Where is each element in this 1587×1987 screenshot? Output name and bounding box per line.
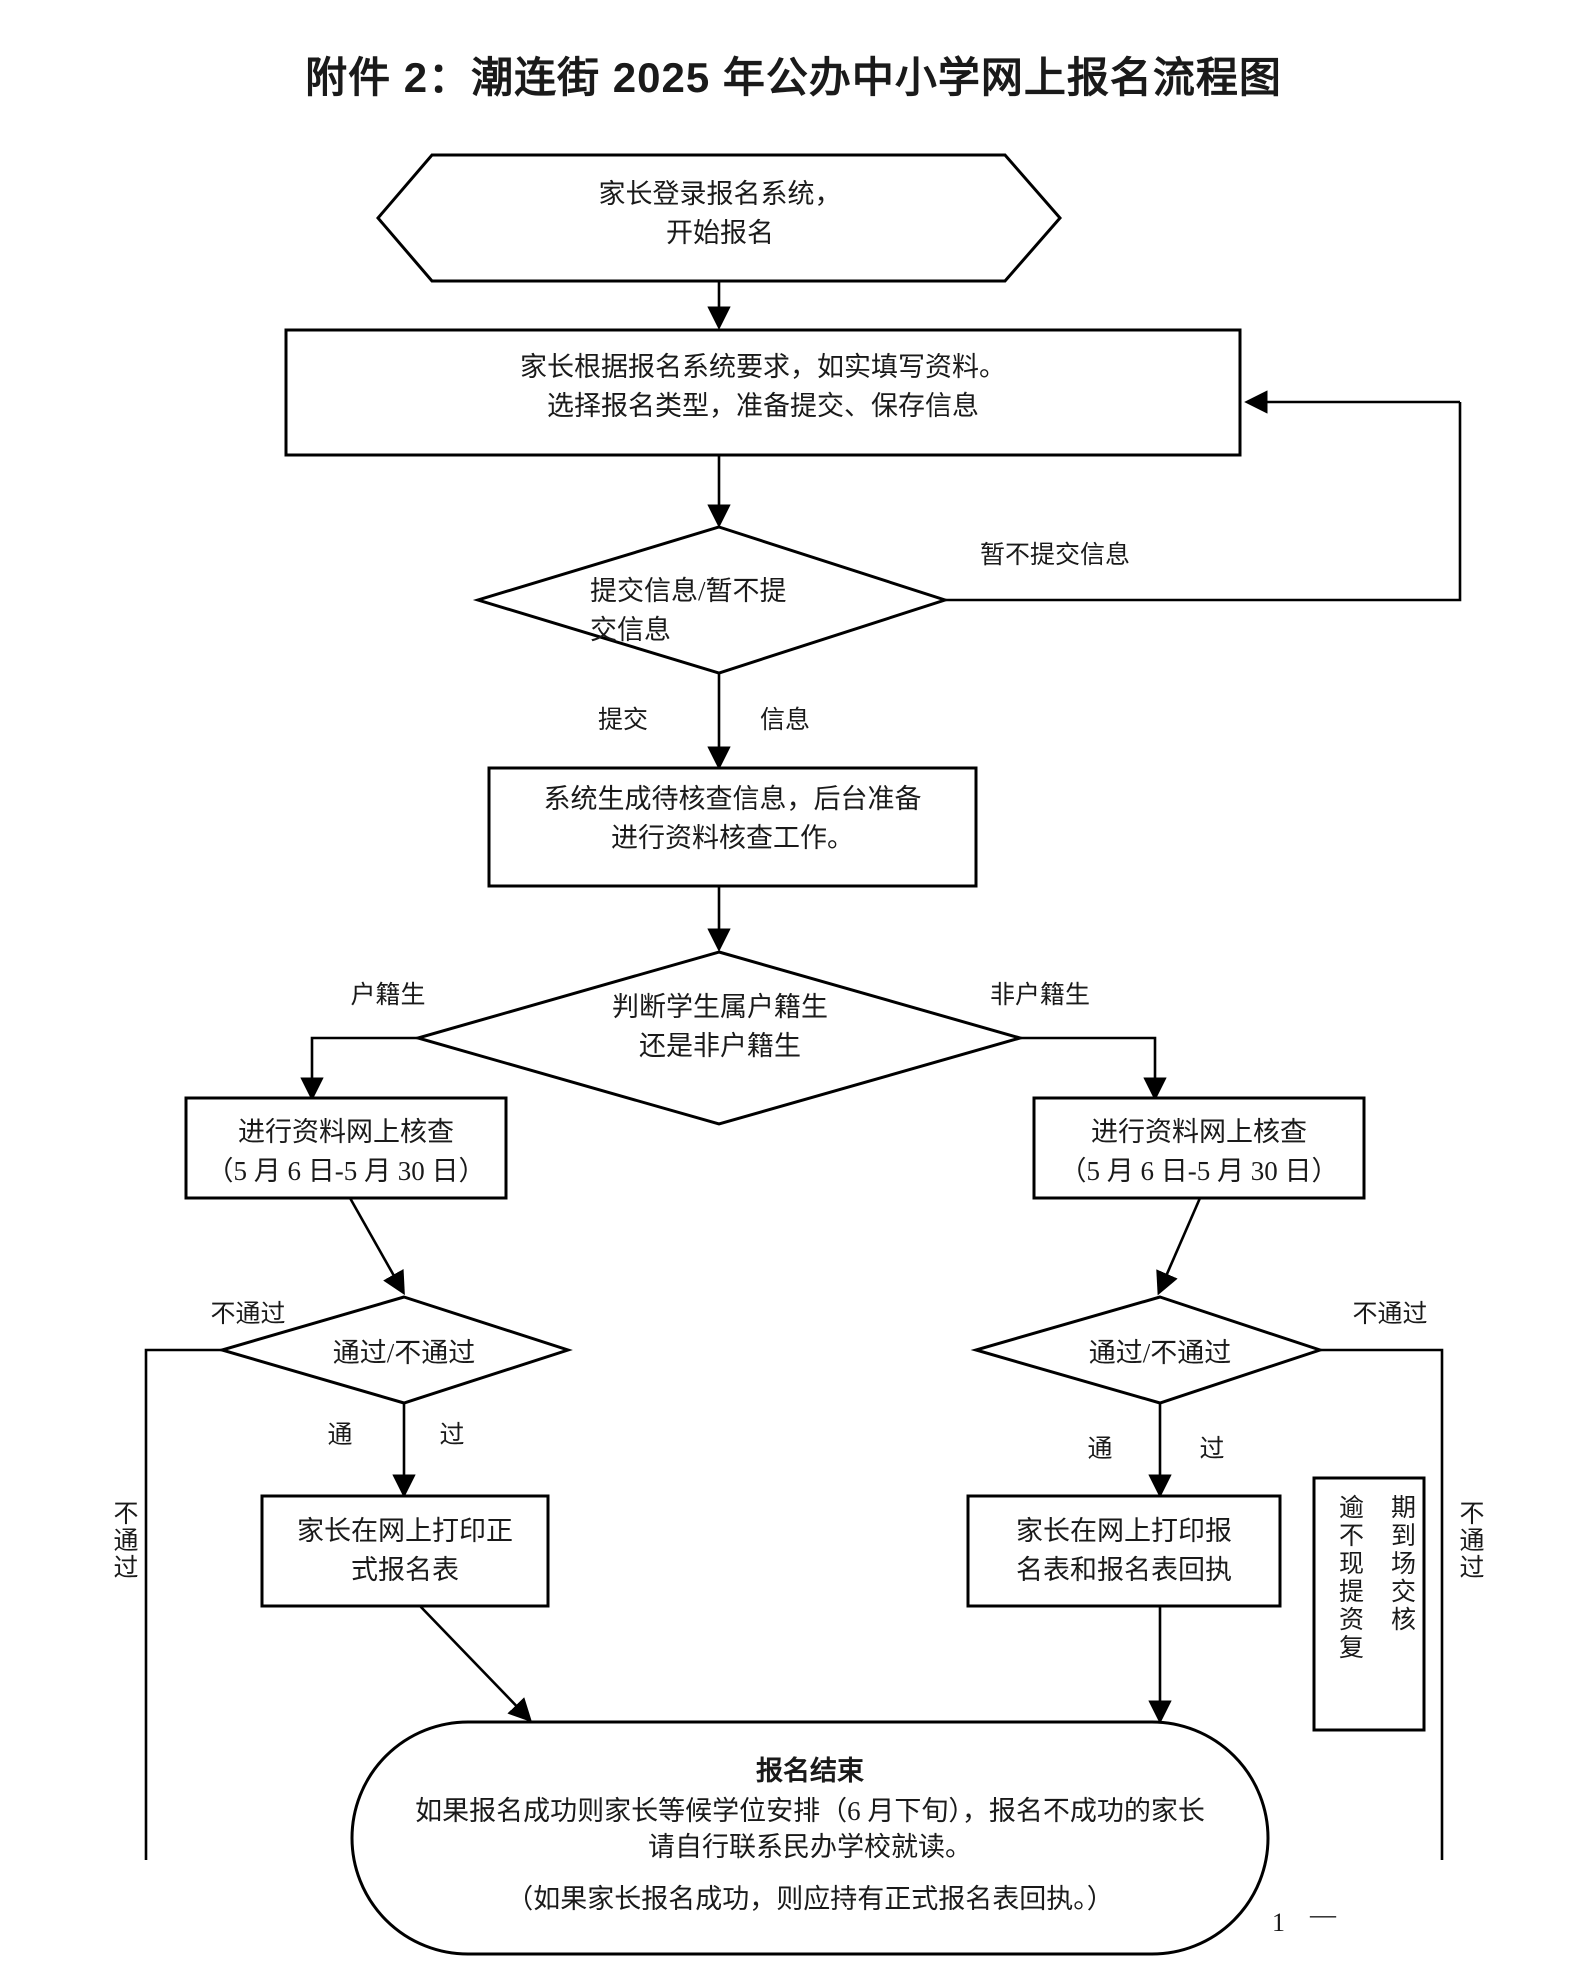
node-review-local-label: 进行资料网上核查 （5 月 6 日-5 月 30 日） [206, 1117, 486, 1187]
edge-label-fail-right-top: 不通过 [1352, 1301, 1428, 1328]
edge-label-pass-right-a: 通 [1087, 1436, 1113, 1463]
node-student-type-label: 判断学生属户籍生 还是非户籍生 [612, 992, 828, 1062]
page-number-marker: — [1310, 1900, 1336, 1929]
node-fill-form-label: 家长根据报名系统要求，如实填写资料。 选择报名类型，准备提交、保存信息 [520, 352, 1006, 422]
node-submit-decision-label: 提交信息/暂不提 交信息 [590, 576, 787, 646]
node-end-line-2: 请自行联系民办学校就读。 [648, 1832, 972, 1862]
edge-label-pass-left-b: 过 [439, 1422, 465, 1449]
node-overdue-note-column-left: 期到场交核 [1387, 1494, 1415, 1634]
page-title: 附件 2：潮连街 2025 年公办中小学网上报名流程图 [305, 54, 1282, 101]
edge-label-fail-left-vertical: 不通过 [110, 1500, 137, 1581]
edge-label-nonlocal-student: 非户籍生 [989, 982, 1090, 1009]
node-pass-local-label: 通过/不通过 [332, 1338, 476, 1368]
node-review-nonlocal-label: 进行资料网上核查 （5 月 6 日-5 月 30 日） [1059, 1117, 1339, 1187]
node-print-nonlocal-label: 家长在网上打印报 名表和报名表回执 [1016, 1516, 1232, 1586]
edge-label-local-student: 户籍生 [350, 982, 426, 1009]
edge-label-submit-right: 信息 [759, 707, 810, 734]
node-end-line-1: 如果报名成功则家长等候学位安排（6 月下旬），报名不成功的家长 [415, 1796, 1205, 1826]
node-overdue-note-column-right: 逾不现提资复 [1335, 1494, 1363, 1662]
node-start-label: 家长登录报名系统， 开始报名 [598, 179, 842, 249]
node-end-line-3: （如果家长报名成功，则应持有正式报名表回执。） [506, 1884, 1114, 1914]
node-end-title: 报名结束 [756, 1756, 864, 1786]
edge-label-pass-left-a: 通 [327, 1422, 353, 1449]
edge-label-pass-right-b: 过 [1199, 1436, 1225, 1463]
node-print-local-label: 家长在网上打印正 式报名表 [297, 1516, 513, 1586]
edge-label-fail-right-vertical: 不通过 [1456, 1500, 1483, 1581]
node-pass-nonlocal-label: 通过/不通过 [1088, 1338, 1232, 1368]
edge-label-fail-left-top: 不通过 [210, 1301, 286, 1328]
edge-label-submit-left: 提交 [597, 707, 648, 734]
node-system-generate-label: 系统生成待核查信息，后台准备 进行资料核查工作。 [543, 784, 922, 854]
edge-label-hold-submit: 暂不提交信息 [979, 542, 1130, 569]
page-number: 1 [1272, 1908, 1285, 1937]
